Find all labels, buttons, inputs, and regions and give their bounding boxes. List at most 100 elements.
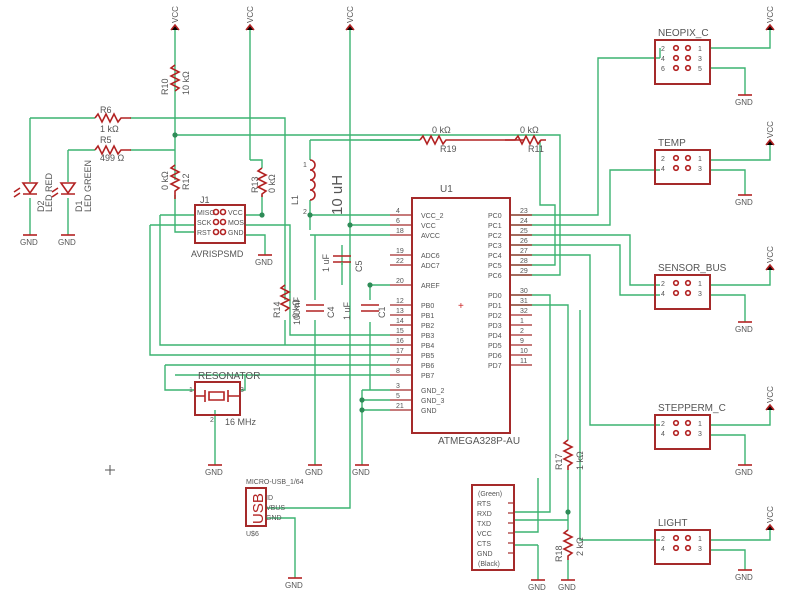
svg-text:20: 20 — [396, 278, 404, 285]
resistor-r17: R17 1 kΩ — [554, 439, 585, 470]
resistor-r10: R10 10 kΩ — [160, 64, 191, 95]
svg-text:PD7: PD7 — [488, 363, 502, 370]
svg-text:PD2: PD2 — [488, 313, 502, 320]
isp-pin-miso: MISO — [197, 210, 215, 217]
ground-symbol-0: GND — [20, 234, 38, 247]
svg-text:TXD: TXD — [477, 521, 491, 528]
vcc-label: VCC — [171, 6, 180, 23]
svg-text:19: 19 — [396, 248, 404, 255]
svg-text:2: 2 — [210, 417, 214, 424]
d1-value: LED GREEN — [83, 160, 93, 212]
vcc-label: VCC — [766, 121, 775, 138]
svg-text:PD0: PD0 — [488, 293, 502, 300]
r19-ref: R19 — [440, 144, 457, 154]
svg-text:6: 6 — [396, 218, 400, 225]
ground-symbol-11: GND — [735, 321, 753, 334]
svg-text:PB6: PB6 — [421, 363, 434, 370]
svg-text:25: 25 — [520, 228, 528, 235]
isp-pin-gnd: GND — [228, 230, 244, 237]
svg-text:3: 3 — [698, 291, 702, 298]
ground-symbol-2: GND — [255, 254, 273, 267]
isp-pin-sck: SCK — [197, 220, 212, 227]
vcc-symbol-1: VCC — [245, 6, 255, 31]
gnd-label: GND — [205, 468, 223, 477]
ftdi-pin-vcc: VCC — [477, 531, 515, 538]
svg-text:VCC_2: VCC_2 — [421, 213, 444, 220]
svg-text:3: 3 — [698, 166, 702, 173]
resonator: RESONATOR 16 MHz 1 2 3 — [189, 371, 260, 427]
gnd-label: GND — [528, 583, 546, 592]
svg-text:13: 13 — [396, 308, 404, 315]
gnd-label: GND — [58, 238, 76, 247]
vcc-symbol-3: VCC — [765, 6, 775, 31]
l1-ref: L1 — [290, 195, 300, 205]
gnd-label: GND — [20, 238, 38, 247]
svg-text:29: 29 — [520, 268, 528, 275]
svg-text:GND: GND — [421, 408, 437, 415]
vcc-label: VCC — [766, 386, 775, 403]
svg-text:PB0: PB0 — [421, 303, 434, 310]
svg-text:1: 1 — [189, 387, 193, 394]
r17-ref: R17 — [554, 453, 564, 470]
ftdi-pin-cts: CTS — [477, 541, 515, 548]
svg-text:27: 27 — [520, 248, 528, 255]
ftdi-bottom: (Black) — [478, 561, 500, 568]
svg-text:PD3: PD3 — [488, 323, 502, 330]
ftdi-pin-gnd: GND — [477, 551, 515, 558]
svg-text:GND_3: GND_3 — [421, 398, 444, 405]
r10-ref: R10 — [160, 78, 170, 95]
svg-text:2: 2 — [661, 536, 665, 543]
connector-label: STEPPERM_C — [658, 403, 726, 414]
svg-text:3: 3 — [698, 431, 702, 438]
svg-text:PC3: PC3 — [488, 243, 502, 250]
svg-text:7: 7 — [396, 358, 400, 365]
d2-ref: D2 — [36, 200, 46, 212]
c1-value: 1 uF — [342, 301, 352, 320]
svg-text:8: 8 — [396, 368, 400, 375]
resistor-r6: R6 1 kΩ — [94, 105, 131, 134]
svg-text:5: 5 — [396, 393, 400, 400]
svg-text:1: 1 — [303, 162, 307, 169]
isp-pin-rst: RST — [197, 230, 212, 237]
svg-text:15: 15 — [396, 328, 404, 335]
svg-text:4: 4 — [661, 431, 665, 438]
ground-symbol-13: GND — [735, 569, 753, 582]
svg-text:PC0: PC0 — [488, 213, 502, 220]
connector-label: NEOPIX_C — [658, 28, 709, 39]
led-d1: D1 LED GREEN — [51, 160, 93, 212]
r6-value: 1 kΩ — [100, 124, 119, 134]
svg-text:PB7: PB7 — [421, 373, 434, 380]
svg-text:31: 31 — [520, 298, 528, 305]
inductor-l1: 1 2 L1 10 uH — [290, 159, 346, 216]
j1-value: AVRISPSMD — [191, 249, 244, 259]
svg-text:PD1: PD1 — [488, 303, 502, 310]
svg-text:4: 4 — [661, 291, 665, 298]
svg-text:PC6: PC6 — [488, 273, 502, 280]
svg-text:VCC: VCC — [477, 531, 492, 538]
r14-ref: R14 — [272, 301, 282, 318]
svg-text:PD6: PD6 — [488, 353, 502, 360]
resistor-r11: 0 kΩ R11 — [505, 125, 546, 154]
svg-text:AVCC: AVCC — [421, 233, 440, 240]
ftdi-pin-rts: RTS — [477, 501, 515, 508]
svg-text:26: 26 — [520, 238, 528, 245]
r5-value: 499 Ω — [100, 153, 125, 163]
svg-text:4: 4 — [396, 208, 400, 215]
svg-text:ADC7: ADC7 — [421, 263, 440, 270]
